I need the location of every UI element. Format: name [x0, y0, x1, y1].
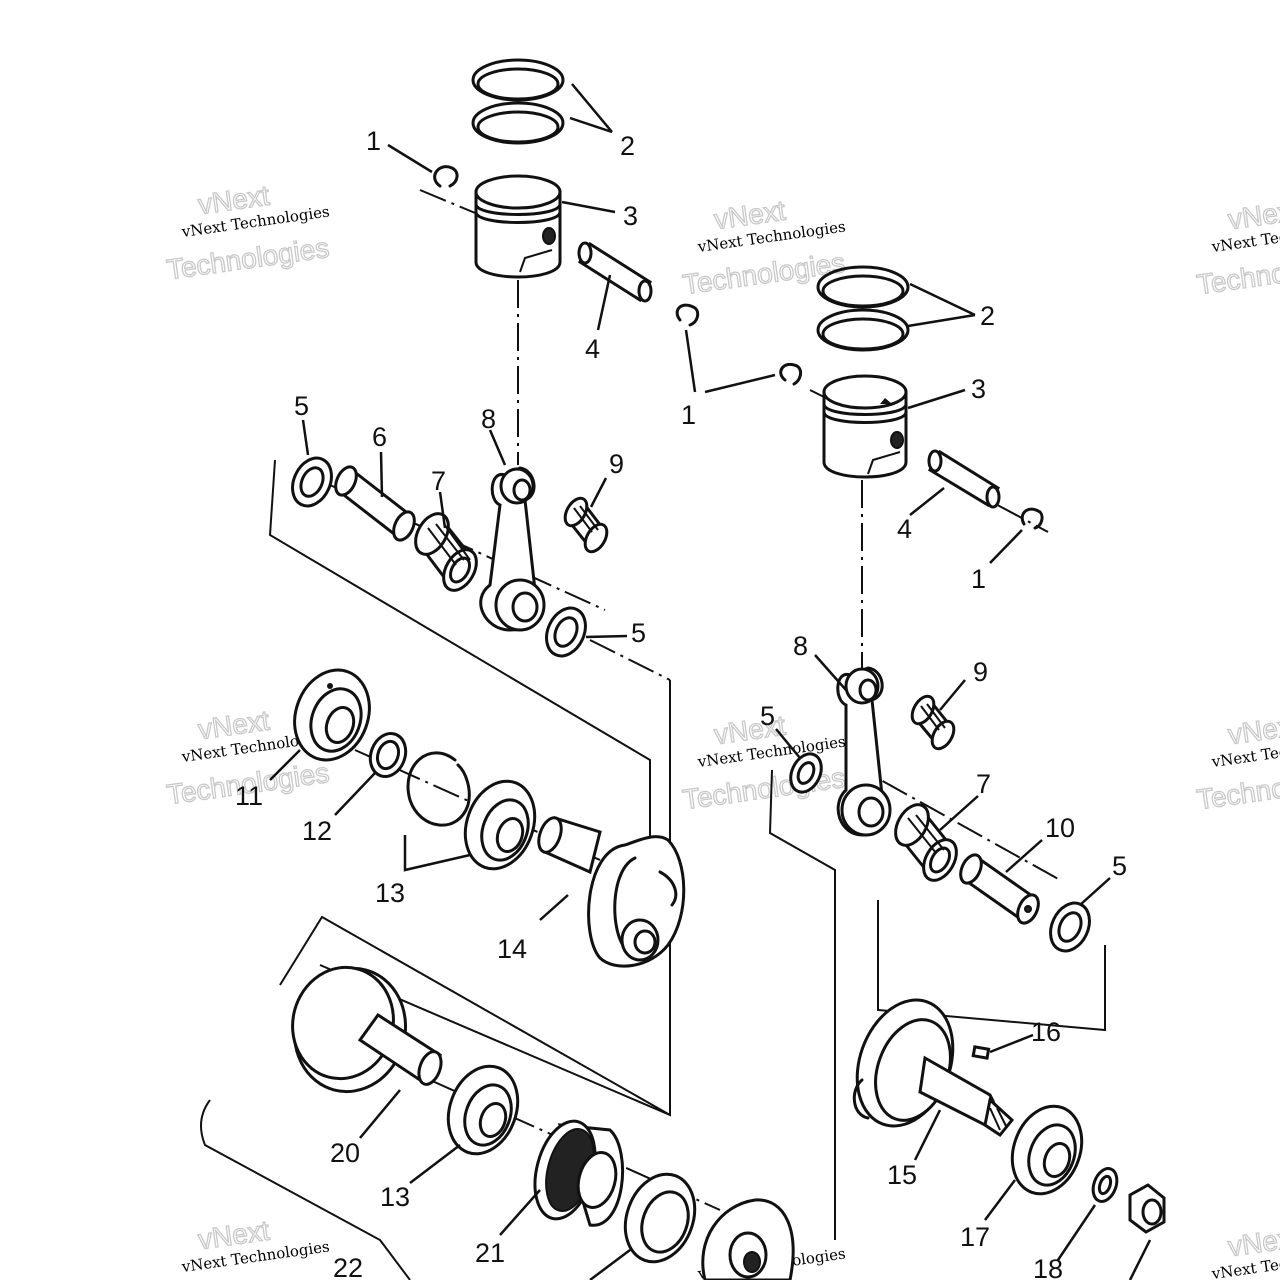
- lock-washer-18: [1091, 1167, 1119, 1203]
- callout-14: 14: [497, 934, 527, 964]
- callout-4: 4: [585, 334, 600, 364]
- watermark: vNext vNext Technologies: [180, 1214, 331, 1276]
- connecting-rod-8a: [479, 466, 546, 632]
- bracket-upper-left: [268, 459, 651, 870]
- crank-pin-10: [959, 853, 1040, 925]
- thrust-washer-5d: [1049, 901, 1091, 953]
- piston-pin-left: [577, 241, 653, 303]
- crankshaft-half-15: [852, 998, 1015, 1138]
- watermark: vNext vNext Technologies Technologies: [164, 179, 331, 286]
- seal-11: [293, 668, 371, 762]
- piston-rings-right: [816, 265, 910, 352]
- callout-12: 12: [302, 816, 332, 846]
- callout-leaders: [269, 83, 1152, 1280]
- bearing-17: [1010, 1104, 1084, 1196]
- callout-18: 18: [1033, 1254, 1063, 1280]
- callout-1: 1: [971, 564, 986, 594]
- callout-numbers: 1 2 3 4 1 2 3 4 1 5 6 7 8 9 5 8 9 5 7 10…: [235, 126, 1127, 1280]
- washer-12: [368, 732, 408, 778]
- piston-rings-left: [471, 58, 565, 145]
- crank-pin-6: [334, 465, 416, 542]
- circlip-left-2: [675, 303, 700, 327]
- crankshaft-half-14: [537, 816, 686, 968]
- circlip-right-1: [779, 363, 803, 386]
- piston-right: [822, 374, 908, 479]
- circlip-left-1: [433, 165, 459, 188]
- callout-5: 5: [760, 701, 775, 731]
- snap-ring-13: [406, 751, 471, 827]
- watermark: vNext vNext Technologies Technologies: [1194, 194, 1280, 301]
- bearing-lower: [623, 1172, 697, 1264]
- callout-3: 3: [623, 201, 638, 231]
- bracket-22: [200, 1099, 411, 1280]
- callout-7: 7: [976, 769, 991, 799]
- watermark: vNext vNext Technologies Technologies: [680, 194, 847, 301]
- callout-1: 1: [366, 126, 381, 156]
- bracket-right-mid: [768, 769, 836, 1240]
- piston-left: [474, 174, 562, 279]
- callout-5: 5: [631, 618, 646, 648]
- callout-17: 17: [960, 1222, 990, 1252]
- main-bearing-13a: [463, 779, 537, 871]
- callout-13: 13: [380, 1182, 410, 1212]
- flywheel-shaft-20: [291, 965, 443, 1094]
- callout-9: 9: [973, 657, 988, 687]
- thrust-washer-5b: [545, 606, 587, 658]
- callout-9: 9: [609, 449, 624, 479]
- svg-text:Technologies: Technologies: [1195, 247, 1280, 300]
- needle-bearing-9b: [910, 694, 956, 751]
- needle-bearing-7b: [894, 803, 958, 882]
- callout-15: 15: [887, 1160, 917, 1190]
- circlip-right-2: [1020, 507, 1044, 530]
- piston-pin-right: [927, 449, 1001, 509]
- needle-bearing-9a: [563, 496, 609, 554]
- watermark: vNext vNext Technologies Technologies: [1194, 709, 1280, 816]
- bracket-right-lower: [877, 900, 1106, 1032]
- callout-7: 7: [431, 466, 446, 496]
- crank-web-lower: [701, 1198, 795, 1280]
- assembly-brackets: [200, 459, 1106, 1280]
- callout-3: 3: [971, 374, 986, 404]
- watermark: vNext vNext Technologies: [1210, 1221, 1280, 1280]
- callout-1: 1: [681, 400, 696, 430]
- callout-2: 2: [980, 301, 995, 331]
- nut: [1128, 1183, 1166, 1234]
- callout-11: 11: [235, 781, 263, 811]
- thrust-washer-5c: [789, 752, 823, 794]
- main-bearing-13b: [446, 1064, 520, 1156]
- bracket-left-bottom: [279, 915, 671, 1116]
- callout-4: 4: [897, 514, 912, 544]
- callout-10: 10: [1045, 813, 1075, 843]
- callout-16: 16: [1031, 1017, 1061, 1047]
- callout-8: 8: [793, 631, 808, 661]
- svg-text:Technologies: Technologies: [1195, 762, 1280, 815]
- callout-21: 21: [475, 1238, 505, 1268]
- labyrinth-seal-21: [533, 1119, 625, 1227]
- callout-8: 8: [481, 404, 496, 434]
- callout-20: 20: [330, 1138, 360, 1168]
- callout-6: 6: [372, 422, 387, 452]
- needle-bearing-7a: [414, 512, 478, 592]
- callout-13: 13: [375, 878, 405, 908]
- thrust-washer-5a: [291, 456, 333, 508]
- callout-22: 22: [333, 1253, 363, 1280]
- callout-2: 2: [620, 131, 635, 161]
- connecting-rod-8b: [836, 666, 892, 837]
- key-16: [971, 1045, 991, 1060]
- callout-5: 5: [294, 391, 309, 421]
- callout-5: 5: [1112, 851, 1127, 881]
